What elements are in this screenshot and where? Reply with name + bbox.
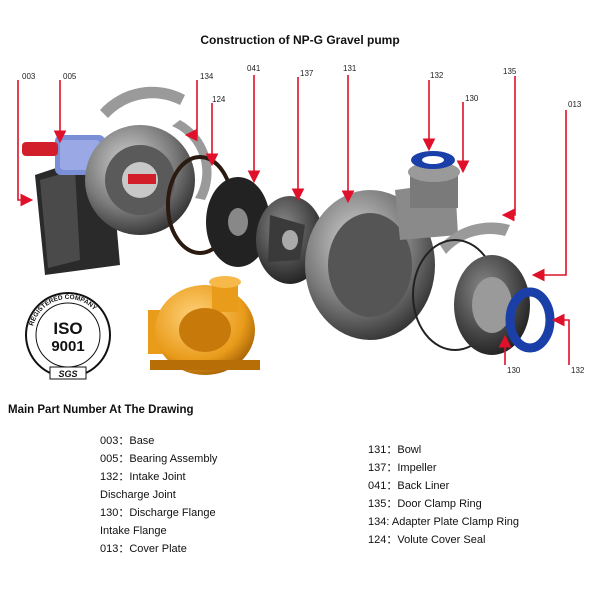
iso-number: 9001 (51, 338, 84, 355)
part-item: 130：Discharge Flange (100, 507, 216, 519)
part-item: Discharge Joint (100, 489, 176, 501)
callout-013: 013 (568, 100, 582, 109)
callout-130-top: 130 (465, 94, 479, 103)
part-item: 124：Volute Cover Seal (368, 534, 486, 546)
callout-leaders (17, 75, 570, 365)
intake-joint-ring (505, 287, 555, 353)
adapter-plate-clamp-ring (100, 86, 185, 118)
callout-134: 134 (200, 72, 214, 81)
callout-131: 131 (343, 64, 357, 73)
part-item: 013：Cover Plate (100, 543, 187, 555)
part-item: 134: Adapter Plate Clamp Ring (368, 516, 520, 528)
part-item: 137：Impeller (368, 462, 437, 474)
callout-132-bottom: 132 (571, 366, 585, 375)
part-item: 041：Back Liner (368, 480, 450, 492)
parts-list-left: 003：Base 005：Bearing Assembly 132：Intake… (100, 432, 217, 558)
pump-exploded-diagram: REGISTERED COMPANY ISO 9001 SGS 003 005 … (17, 64, 585, 380)
part-item: 135：Door Clamp Ring (368, 498, 482, 510)
parts-list-heading: Main Part Number At The Drawing (8, 404, 194, 416)
part-item: Intake Flange (100, 525, 167, 537)
callout-124: 124 (212, 95, 226, 104)
iso-9001-logo: REGISTERED COMPANY ISO 9001 SGS (25, 292, 111, 380)
assembled-pump-illustration (148, 276, 260, 375)
callout-135: 135 (503, 67, 517, 76)
base-and-bearing-assembly (22, 125, 195, 275)
callout-005: 005 (63, 72, 77, 81)
part-item: 005：Bearing Assembly (100, 453, 218, 465)
discharge-joint (408, 151, 460, 208)
callout-003: 003 (22, 72, 36, 81)
part-item: 131：Bowl (368, 444, 422, 456)
door-clamp-ring (440, 222, 510, 254)
part-item: 003：Base (100, 435, 155, 447)
sgs-mark: SGS (58, 369, 77, 379)
callout-137: 137 (300, 69, 314, 78)
iso-text: ISO (53, 319, 82, 338)
back-liner (206, 177, 270, 267)
callout-132-top: 132 (430, 71, 444, 80)
callout-041: 041 (247, 64, 261, 73)
callout-130-bottom: 130 (507, 366, 521, 375)
parts-list-right: 131：Bowl 137：Impeller 041：Back Liner 135… (368, 441, 519, 549)
page-title: Construction of NP-G Gravel pump (200, 33, 400, 47)
part-item: 132：Intake Joint (100, 471, 186, 483)
